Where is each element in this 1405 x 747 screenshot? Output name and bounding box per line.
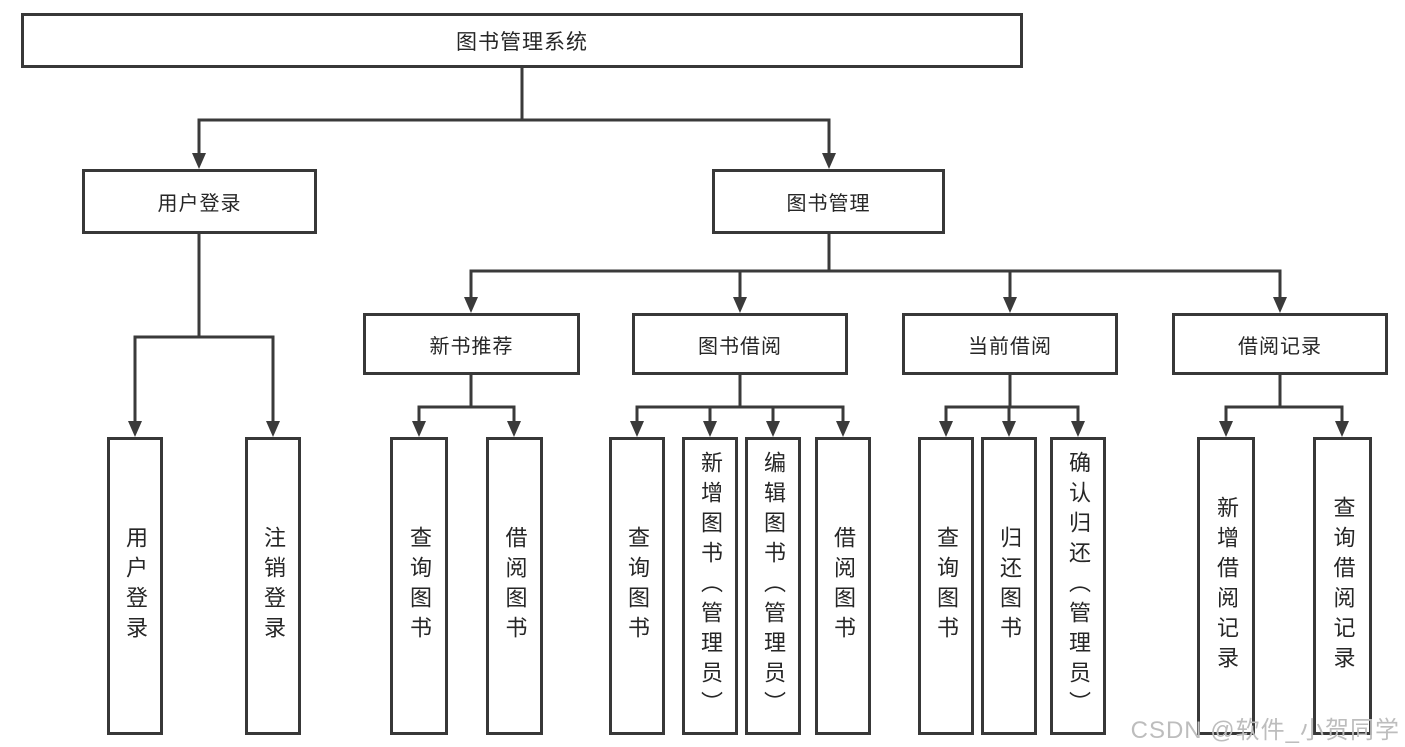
node-library-management-system: 图书管理系统: [21, 13, 1023, 68]
arrowhead: [128, 421, 142, 437]
arrowhead: [464, 297, 478, 313]
leaf-query-books-current: 查询图书: [918, 437, 974, 735]
leaf-label: 注销登录: [261, 526, 286, 646]
leaf-label: 借阅图书: [502, 526, 528, 646]
leaf-label: 新增借阅记录: [1214, 496, 1239, 676]
arrowhead: [266, 421, 280, 437]
node-book-borrowing: 图书借阅: [632, 313, 848, 375]
leaf-logout: 注销登录: [245, 437, 301, 735]
arrowhead: [939, 421, 953, 437]
leaf-return-book: 归还图书: [981, 437, 1037, 735]
leaf-label: 查询借阅记录: [1330, 496, 1356, 676]
leaf-label: 编辑图书（管理员）: [761, 451, 786, 721]
node-current-borrowing: 当前借阅: [902, 313, 1118, 375]
leaf-label: 确认归还（管理员）: [1066, 451, 1091, 721]
node-user-login: 用户登录: [82, 169, 317, 234]
leaf-label: 查询图书: [625, 526, 650, 646]
arrowhead: [1003, 297, 1017, 313]
leaf-borrow-books-recommend: 借阅图书: [486, 437, 543, 735]
leaf-label: 归还图书: [997, 526, 1022, 646]
arrowhead: [412, 421, 426, 437]
leaf-query-books-recommend: 查询图书: [390, 437, 448, 735]
leaf-label: 查询图书: [934, 526, 959, 646]
arrowhead: [766, 421, 780, 437]
node-new-book-recommendation: 新书推荐: [363, 313, 580, 375]
leaf-query-borrow-record: 查询借阅记录: [1313, 437, 1372, 735]
leaf-user-login: 用户登录: [107, 437, 163, 735]
node-book-management: 图书管理: [712, 169, 945, 234]
arrowhead: [1335, 421, 1349, 437]
leaf-label: 借阅图书: [831, 526, 856, 646]
arrowhead: [1273, 297, 1287, 313]
arrowhead: [630, 421, 644, 437]
leaf-label: 用户登录: [123, 526, 148, 646]
arrowhead: [1219, 421, 1233, 437]
leaf-confirm-return-admin: 确认归还（管理员）: [1050, 437, 1106, 735]
leaf-edit-book-admin: 编辑图书（管理员）: [745, 437, 801, 735]
arrowhead: [192, 153, 206, 169]
leaf-borrow-books-2: 借阅图书: [815, 437, 871, 735]
leaf-add-borrow-record: 新增借阅记录: [1197, 437, 1255, 735]
arrowhead: [733, 297, 747, 313]
leaf-add-book-admin: 新增图书（管理员）: [682, 437, 738, 735]
arrowhead: [507, 421, 521, 437]
leaf-query-books-borrow: 查询图书: [609, 437, 665, 735]
leaf-label: 查询图书: [407, 526, 432, 646]
arrowhead: [1071, 421, 1085, 437]
arrowhead: [836, 421, 850, 437]
watermark: CSDN @软件_小贺同学: [1130, 717, 1400, 744]
leaf-label: 新增图书（管理员）: [698, 451, 723, 721]
arrowhead: [822, 153, 836, 169]
node-borrowing-records: 借阅记录: [1172, 313, 1388, 375]
arrowhead: [1002, 421, 1016, 437]
arrowhead: [703, 421, 717, 437]
